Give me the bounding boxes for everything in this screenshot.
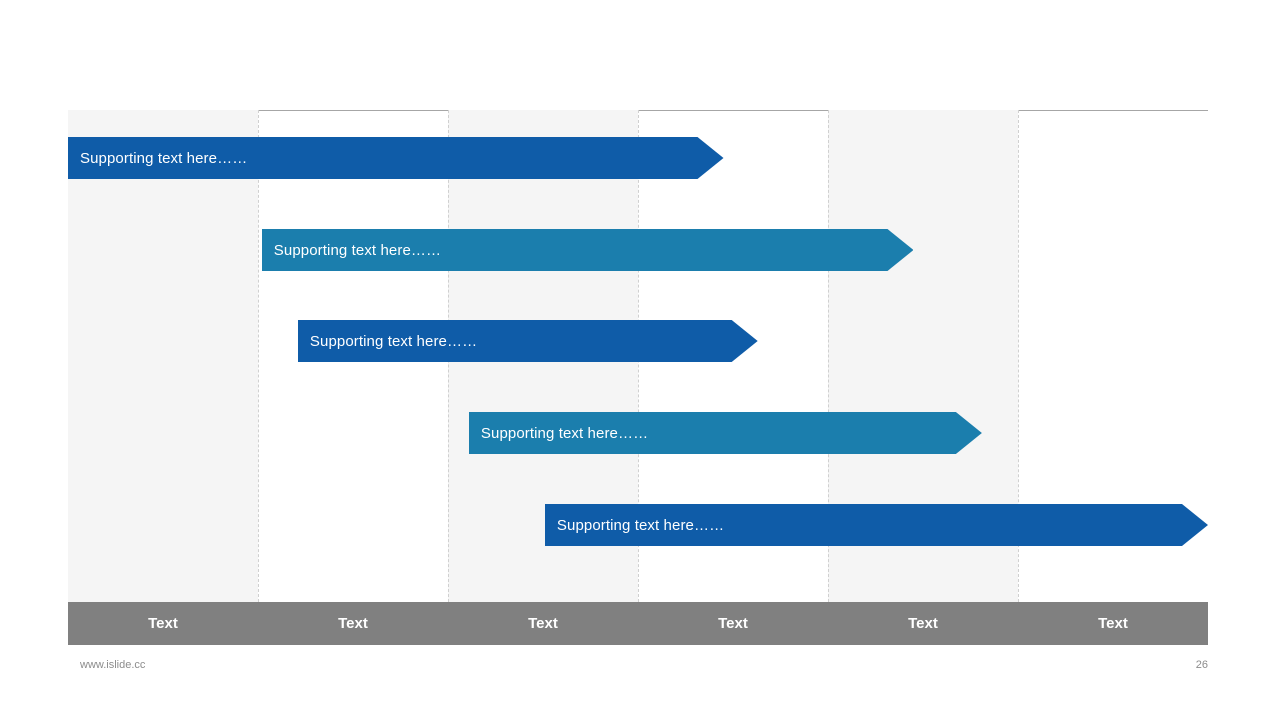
page-number: 26 bbox=[1195, 659, 1208, 671]
column-band-1 bbox=[68, 110, 258, 602]
gantt-bar-4[interactable]: Supporting text here…… bbox=[469, 412, 982, 454]
gantt-bar-5[interactable]: Supporting text here…… bbox=[545, 504, 1208, 546]
axis-label-1: Text bbox=[148, 615, 178, 632]
axis-label-2: Text bbox=[338, 615, 368, 632]
gantt-bar-label: Supporting text here…… bbox=[556, 516, 725, 534]
gantt-bar-label: Supporting text here…… bbox=[273, 241, 442, 259]
gantt-bar-label: Supporting text here…… bbox=[480, 424, 649, 442]
axis-label-3: Text bbox=[528, 615, 558, 632]
gantt-chart: Supporting text here…… Supporting text he… bbox=[68, 110, 1208, 602]
footer-url: www.islide.cc bbox=[80, 659, 146, 671]
gantt-bar-label: Supporting text here…… bbox=[80, 149, 248, 167]
gantt-bar-label: Supporting text here…… bbox=[309, 332, 478, 350]
column-separator-5 bbox=[1018, 110, 1019, 602]
gantt-bar-3[interactable]: Supporting text here…… bbox=[298, 320, 758, 362]
axis-label-strip: Text Text Text Text Text Text bbox=[68, 602, 1208, 645]
gantt-bar-2[interactable]: Supporting text here…… bbox=[262, 229, 914, 271]
column-separator-4 bbox=[828, 110, 829, 602]
gantt-bar-1[interactable]: Supporting text here…… bbox=[68, 137, 724, 179]
axis-label-5: Text bbox=[908, 615, 938, 632]
axis-label-6: Text bbox=[1098, 615, 1128, 632]
axis-label-4: Text bbox=[718, 615, 748, 632]
column-separator-1 bbox=[258, 110, 259, 602]
